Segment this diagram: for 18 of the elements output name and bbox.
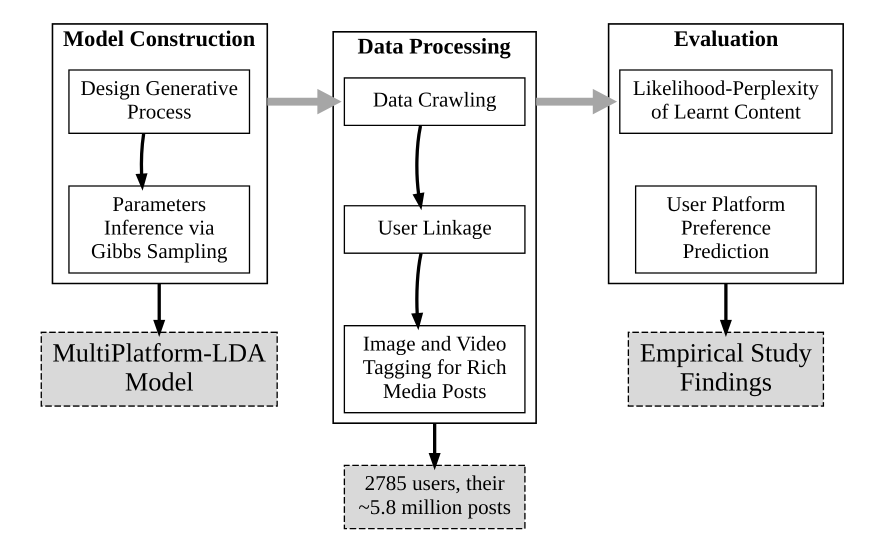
arrow [411, 253, 424, 330]
arrow [412, 126, 424, 210]
node-box: 2785 users, their ~5.8 million posts [344, 464, 526, 530]
node-box: Parameters Inference via Gibbs Sampling [68, 185, 250, 274]
arrow [153, 284, 166, 337]
arrow [136, 134, 148, 191]
node-box: User Linkage [344, 205, 526, 254]
node-box: Design Generative Process [68, 69, 250, 134]
arrow [267, 88, 342, 114]
node-box: MultiPlatform-LDA Model [40, 332, 278, 407]
arrow [720, 284, 732, 337]
node-box: Image and Video Tagging for Rich Media Posts [344, 325, 526, 414]
arrow [536, 88, 618, 114]
node-box: Likelihood-Perplexity of Learnt Content [619, 69, 833, 134]
node-box: Empirical Study Findings [628, 332, 824, 407]
node-box: Data Crawling [344, 77, 526, 126]
arrow [428, 423, 441, 470]
node-box: User Platform Preference Prediction [634, 185, 817, 274]
